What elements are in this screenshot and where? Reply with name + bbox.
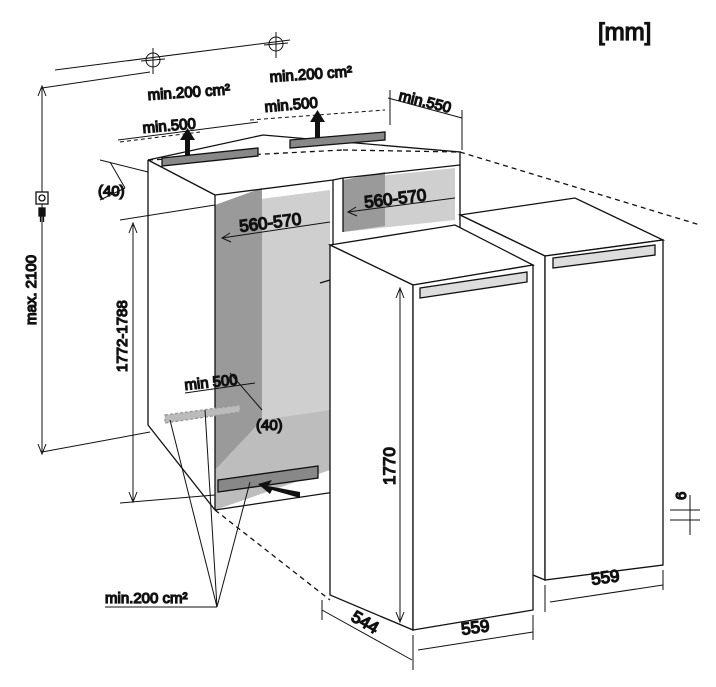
label-plinth-gap: 6 xyxy=(673,492,690,500)
dimension-lines xyxy=(37,32,463,608)
bottom-rear-vent xyxy=(164,404,241,424)
unit-label: [mm] xyxy=(598,19,651,46)
power-plug-icon xyxy=(35,191,49,222)
label-top-depth-side: min.550 xyxy=(397,87,453,116)
control-panel-left xyxy=(419,271,528,299)
bottom-vent xyxy=(217,465,319,493)
label-top-gap: (40) xyxy=(98,183,125,200)
label-niche-height: 1772-1788 xyxy=(114,300,131,372)
label-top-depth-right: min.500 xyxy=(264,94,319,116)
label-appliance-height: 1770 xyxy=(380,447,399,485)
label-top-depth-left: min.500 xyxy=(142,115,197,137)
appliance-dimensions xyxy=(321,286,700,670)
control-panel-right xyxy=(552,244,656,269)
niche-left-side-wall xyxy=(215,188,262,470)
label-bottom-vent: min.200 cm² xyxy=(105,590,188,607)
label-bottom-depth: min 500 xyxy=(184,371,239,393)
top-vent-left xyxy=(161,147,259,167)
airflow-arrows xyxy=(180,110,325,498)
label-appliance-width-left: 559 xyxy=(460,616,491,639)
label-top-vent-right: min.200 cm² xyxy=(269,63,353,86)
label-top-vent-left: min.200 cm² xyxy=(147,81,231,104)
label-max-height: max. 2100 xyxy=(23,255,40,325)
label-appliance-width-right: 559 xyxy=(590,566,621,589)
top-vent-right xyxy=(289,131,386,149)
appliance-left xyxy=(319,224,536,631)
label-bottom-gap: (40) xyxy=(256,417,283,434)
niche-right-side-wall xyxy=(343,172,385,232)
